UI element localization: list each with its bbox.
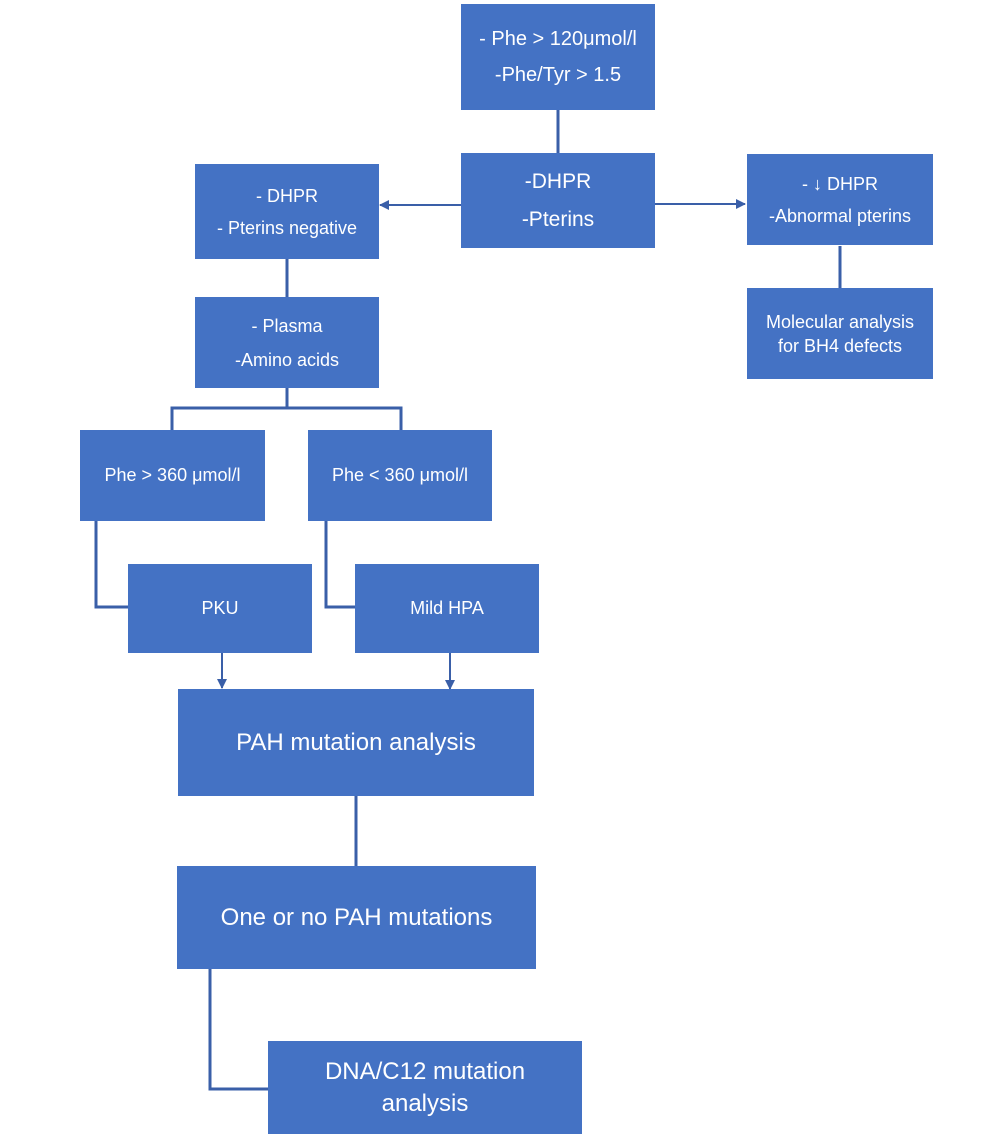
box-phe-tyr-criteria: - Phe > 120μmol/l -Phe/Tyr > 1.5 <box>461 4 655 110</box>
box-one-or-no-text: One or no PAH mutations <box>220 903 493 931</box>
box-pah-mutation-analysis: PAH mutation analysis <box>178 689 534 796</box>
box-phe-tyr-line-1: - Phe > 120μmol/l <box>479 28 637 50</box>
box-dhpr-pterins: -DHPR -Pterins <box>461 153 655 248</box>
box-pku-text: PKU <box>201 598 239 618</box>
box-plasma-line-2: -Amino acids <box>234 349 340 370</box>
box-molecular-analysis-bh4: Molecular analysis for BH4 defects <box>747 288 933 379</box>
box-dhpr-pterins-line-2: -Pterins <box>521 207 595 231</box>
connector-phe-low-to-mild-hpa <box>324 521 355 609</box>
box-dna-c12-text: DNA/C12 mutation analysis <box>324 1057 526 1117</box>
box-dhpr-pterins-negative: - DHPR - Pterins negative <box>195 164 379 259</box>
box-dhpr-abnormal-pterins: - ↓ DHPR -Abnormal pterins <box>747 154 933 245</box>
box-mild-hpa: Mild HPA <box>355 564 539 653</box>
connector-phe-high-to-pku <box>94 521 128 609</box>
box-pku: PKU <box>128 564 312 653</box>
box-molecular-bh4-text: Molecular analysis for BH4 defects <box>765 311 915 356</box>
box-dna-c12-mutation-analysis: DNA/C12 mutation analysis <box>268 1041 582 1134</box>
box-phe-above-360: Phe > 360 μmol/l <box>80 430 265 521</box>
box-pah-analysis-text: PAH mutation analysis <box>236 728 476 756</box>
box-dhpr-negative-line-1: - DHPR <box>256 185 318 206</box>
box-phe-high-text: Phe > 360 μmol/l <box>104 465 241 485</box>
connector-plasma-branch <box>170 406 403 430</box>
connector-one-or-no-to-dna <box>208 969 268 1091</box>
box-phe-tyr-line-2: -Phe/Tyr > 1.5 <box>494 64 622 86</box>
box-one-or-no-pah-mutations: One or no PAH mutations <box>177 866 536 969</box>
box-phe-low-text: Phe < 360 μmol/l <box>332 465 468 485</box>
box-mild-hpa-text: Mild HPA <box>410 598 484 618</box>
box-dhpr-abnormal-line-2: -Abnormal pterins <box>768 205 912 226</box>
box-dhpr-pterins-line-1: -DHPR <box>524 169 592 193</box>
box-dhpr-negative-line-2: - Pterins negative <box>216 217 358 238</box>
box-dhpr-abnormal-line-1: - ↓ DHPR <box>802 173 878 194</box>
box-plasma-amino-acids: - Plasma -Amino acids <box>195 297 379 388</box>
box-plasma-line-1: - Plasma <box>251 315 323 336</box>
box-phe-below-360: Phe < 360 μmol/l <box>308 430 492 521</box>
